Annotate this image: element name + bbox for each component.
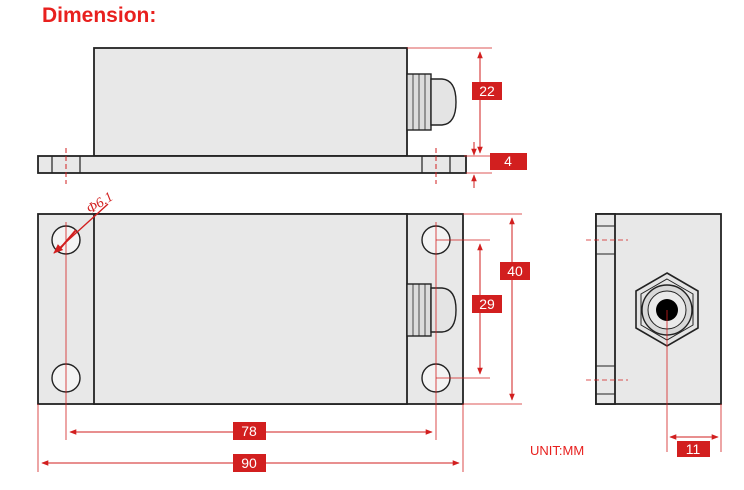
cable-gland-side [406,73,457,131]
top-view-body [93,213,408,405]
side-view-body [93,47,408,157]
page-title: Dimension: [42,4,157,27]
side-view-flange [37,155,467,174]
end-view: 11 [586,213,722,457]
dim-label-22: 22 [479,83,495,99]
dim-label-90: 90 [241,455,257,471]
dimension-90: 90 [41,454,460,472]
dim-label-4: 4 [504,153,512,169]
dim-label-40: 40 [507,263,523,279]
dimension-11: 11 [666,310,722,457]
top-view: Φ6.1 40 29 78 90 [37,190,530,472]
dimension-78: 78 [69,422,433,440]
dimension-22: 22 [407,47,502,157]
dim-label-78: 78 [241,423,257,439]
dim-label-11: 11 [686,441,701,457]
side-view: 22 4 [37,47,527,188]
end-view-flange [595,213,616,405]
unit-label: UNIT:MM [530,443,584,458]
dimension-29: 29 [436,239,502,379]
dimension-40: 40 [463,213,530,405]
dim-label-29: 29 [479,296,495,312]
dimension-4: 4 [466,142,527,188]
cable-gland-top [406,283,457,337]
